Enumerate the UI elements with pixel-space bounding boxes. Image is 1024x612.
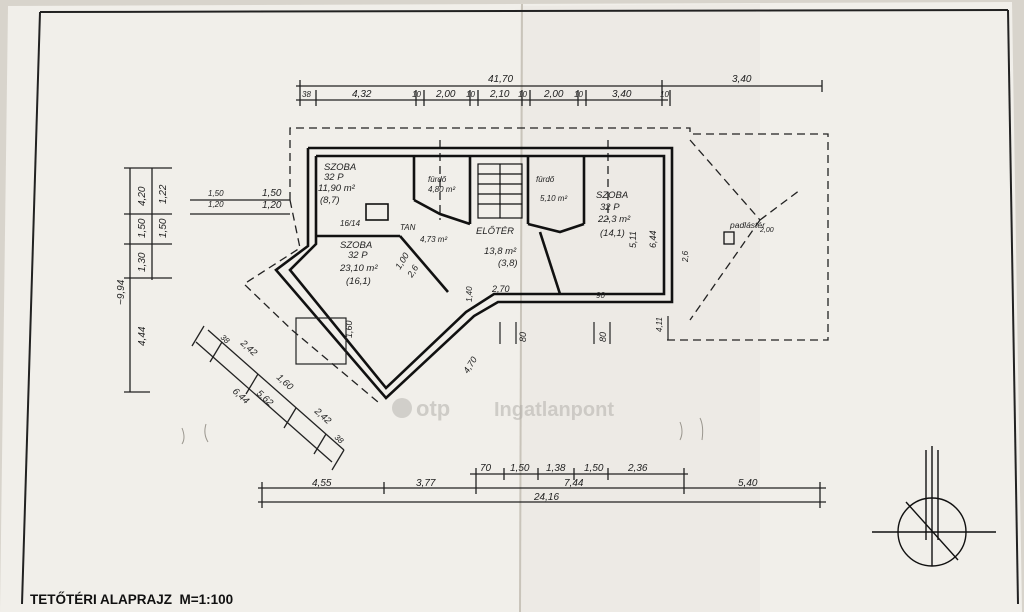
otp-logo-icon: [392, 398, 412, 418]
room-4-line-1: 23,10 m²: [339, 263, 378, 274]
room-7-line-0: 32 P: [600, 202, 620, 213]
room-6: fürdő 5,10 m²: [536, 175, 567, 203]
label-misc-7: 80: [518, 332, 528, 342]
left-outer-1: 1,50: [137, 218, 148, 238]
room-4-line-2: (16,1): [346, 276, 371, 287]
label-misc-0: 1,50: [208, 189, 224, 198]
drawing-title: TETŐTÉRI ALAPRAJZ M=1:100: [30, 592, 233, 607]
room-4-line-0: 32 P: [348, 250, 368, 261]
left-dimensions: [124, 167, 290, 393]
attic-vent: [723, 231, 735, 245]
bottom-upper-4: 2,36: [627, 463, 648, 474]
top-seg-6: 10: [518, 90, 527, 99]
watermark: otp Ingatlanpont: [392, 396, 614, 421]
room-5: ELŐTÉR 13,8 m² (3,8): [476, 226, 518, 269]
bottom-dimensions: [258, 468, 826, 508]
top-seg-3: 2,00: [435, 89, 456, 100]
frame-left: [21, 11, 41, 605]
label-misc-11: 5,11: [628, 231, 638, 248]
left-outer-2: 1,30: [137, 252, 148, 272]
label-misc-15: 80: [598, 332, 608, 342]
label-misc-1: 1,20: [208, 200, 224, 209]
bottom-lower-1: 3,77: [416, 478, 436, 489]
room-1-line-1: 11,90 m²: [318, 183, 356, 194]
north-arrow-icon: [872, 446, 996, 567]
top-right-dim: 3,40: [732, 74, 752, 85]
diagonal-dimensions: [191, 325, 345, 471]
room-7-name: SZOBA: [596, 190, 628, 201]
watermark-suffix: Ingatlanpont: [494, 399, 614, 421]
top-overall-dim: 41,70: [488, 74, 513, 85]
left-inner-1: 1,50: [158, 218, 169, 238]
label-misc-12: 1,60: [344, 320, 354, 338]
label-misc-14: 2,6: [681, 250, 690, 263]
roof-outline: [242, 127, 829, 403]
chimney: [365, 203, 389, 221]
room-3-line-0: 4,73 m²: [420, 235, 447, 244]
bottom-upper-3: 1,50: [584, 463, 604, 474]
bottom-upper-1: 1,50: [510, 463, 530, 474]
bottom-lower-0: 4,55: [312, 478, 332, 489]
top-dimensions: [296, 80, 823, 106]
label-misc-8: 90: [596, 291, 605, 300]
room-7: SZOBA 32 P 22,3 m² (14,1): [596, 190, 631, 239]
label-misc-13: 1,40: [465, 286, 474, 302]
room-4: SZOBA 32 P 23,10 m² (16,1): [339, 240, 378, 287]
room-8: padlástér 2,00: [729, 220, 774, 234]
room-2-line-0: 4,80 m²: [428, 185, 455, 194]
top-seg-9: 3,40: [612, 89, 632, 100]
top-seg-8: 10: [574, 90, 583, 99]
left-outer-0: 4,20: [137, 186, 148, 206]
staircase: [477, 163, 523, 219]
frame-top: [39, 9, 1009, 13]
room-1-line-2: (8,7): [320, 195, 340, 206]
watermark-brand: otp: [416, 396, 450, 421]
left-mid-0: 1,50: [262, 188, 282, 199]
balcony: [295, 317, 347, 365]
building-walls: [274, 146, 674, 400]
left-inner-0: 1,22: [158, 184, 169, 204]
room-1-name: SZOBA: [324, 162, 356, 173]
bottom-upper-0: 70: [480, 463, 492, 474]
label-misc-9: 4,11: [655, 317, 664, 332]
room-7-line-2: (14,1): [600, 228, 625, 239]
left-mid-1: 1,20: [262, 200, 282, 211]
top-seg-7: 2,00: [543, 89, 564, 100]
room-7-line-1: 22,3 m²: [597, 214, 631, 225]
room-2-name: fürdő: [428, 175, 447, 184]
room-8-name: padlástér: [729, 220, 766, 230]
room-2: fürdő 4,80 m²: [428, 175, 455, 194]
bottom-lower-3: 5,40: [738, 478, 758, 489]
room-1-line-0: 32 P: [324, 172, 344, 183]
room-3: TAN 4,73 m²: [400, 223, 447, 244]
top-seg-1: 4,32: [352, 89, 372, 100]
label-misc-10: 6,44: [648, 230, 658, 248]
label-misc-2: 16/14: [340, 219, 361, 228]
top-seg-2: 10: [412, 90, 421, 99]
room-5-line-0: 13,8 m²: [484, 246, 517, 257]
room-1: SZOBA 32 P 11,90 m² (8,7): [318, 162, 356, 206]
label-misc-6: 2,70: [491, 284, 510, 294]
bottom-lower-2: 7,44: [564, 478, 584, 489]
left-total-dim: ~9,94: [116, 279, 127, 305]
room-6-line-0: 5,10 m²: [540, 194, 567, 203]
top-seg-0: 38: [302, 90, 311, 99]
room-6-name: fürdő: [536, 175, 555, 184]
bottom-upper-2: 1,38: [546, 463, 566, 474]
room-4-name: SZOBA: [340, 240, 372, 251]
bottom-overall: 24,16: [533, 492, 559, 503]
top-seg-4: 10: [466, 90, 475, 99]
top-seg-10: 10: [660, 90, 669, 99]
room-8-line-0: 2,00: [759, 227, 774, 234]
top-seg-5: 2,10: [489, 89, 510, 100]
room-5-line-1: (3,8): [498, 258, 518, 269]
left-outer-3: 4,44: [137, 326, 148, 346]
pencil-marks: [181, 417, 704, 445]
room-5-name: ELŐTÉR: [476, 226, 514, 237]
room-3-name: TAN: [400, 223, 416, 232]
gable-ticks: [499, 316, 669, 344]
frame-right: [1007, 9, 1019, 605]
